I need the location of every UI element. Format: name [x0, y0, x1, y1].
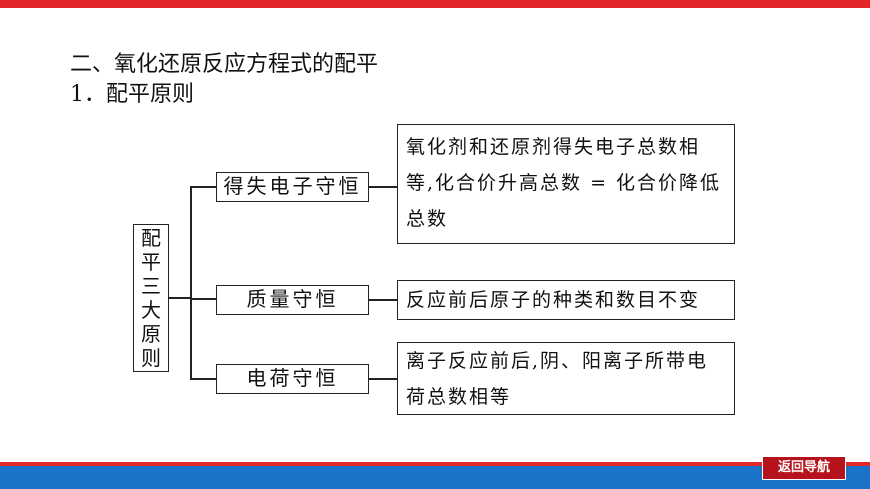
leaf-connector-2 [369, 299, 397, 301]
branch-line-1 [190, 186, 216, 188]
root-node: 配 平 三 大 原 则 [133, 224, 169, 372]
branch-line-2 [190, 298, 216, 300]
branch-line-3 [190, 378, 216, 380]
sub-heading: 1．配平原则 [70, 82, 194, 107]
back-to-navigation-button[interactable]: 返回导航 [762, 456, 846, 480]
leaf-connector-1 [369, 186, 397, 188]
root-char: 大 [141, 298, 161, 322]
principle-description: 反应前后原子的种类和数目不变 [397, 280, 735, 320]
branch-spine [190, 186, 192, 379]
root-char: 则 [141, 346, 161, 370]
root-char: 平 [141, 250, 161, 274]
bottom-accent-stripe [0, 462, 870, 466]
principle-node: 质量守恒 [216, 285, 369, 315]
principle-node: 电荷守恒 [216, 364, 369, 394]
section-heading: 二、氧化还原反应方程式的配平 [70, 52, 379, 77]
leaf-connector-3 [369, 378, 397, 380]
top-accent-bar [0, 0, 870, 8]
principle-description: 离子反应前后,阴、阳离子所带电荷总数相等 [397, 342, 735, 415]
bottom-bar [0, 466, 870, 489]
root-char: 配 [141, 226, 161, 250]
root-char: 原 [141, 322, 161, 346]
principle-description: 氧化剂和还原剂得失电子总数相等,化合价升高总数 = 化合价降低总数 [397, 124, 735, 244]
root-connector [169, 297, 191, 299]
root-char: 三 [141, 274, 161, 298]
principle-node: 得失电子守恒 [216, 172, 369, 202]
